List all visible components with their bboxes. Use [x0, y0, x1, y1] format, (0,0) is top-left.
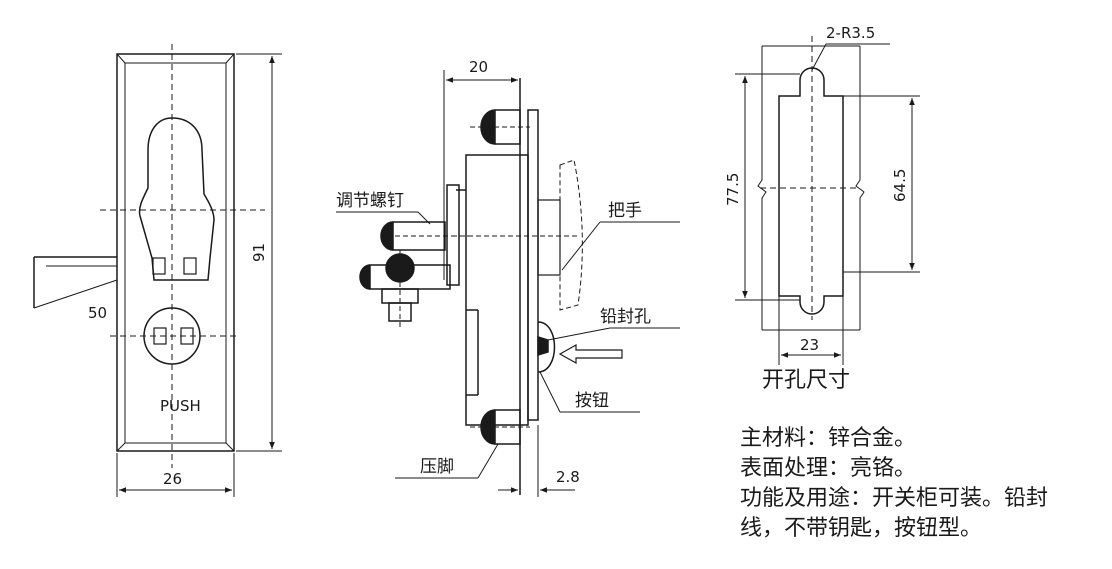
adjust-screw-label: 调节螺钉 [336, 191, 404, 211]
front-dim-offset: 50 [88, 304, 107, 322]
spec-block: 主材料：锌合金。 表面处理：亮铬。 功能及用途：开关柜可装。铅封 线，不带钥匙，… [740, 424, 1112, 544]
spec-material: 主材料：锌合金。 [740, 426, 917, 451]
button-label: 按钮 [575, 391, 609, 411]
front-plate-outer [116, 53, 235, 452]
handle-outline [138, 117, 215, 281]
cutout-title: 开孔尺寸 [762, 368, 850, 393]
seal-hole-label: 铅封孔 [600, 307, 651, 327]
front-dim-height: 91 [250, 243, 268, 262]
front-plate-inner [124, 62, 227, 444]
push-label: PUSH [160, 397, 201, 415]
cutout-dim-inner: 64.5 [891, 169, 909, 202]
cutout-dim-radius: 2-R3.5 [826, 24, 875, 42]
side-view [336, 70, 680, 497]
spec-usage: 功能及用途：开关柜可装。铅封 [740, 486, 1049, 511]
cutout-view [735, 36, 920, 365]
spec-usage-cont: 线，不带钥匙，按钮型。 [740, 516, 983, 541]
side-dim-bottom: 2.8 [556, 468, 580, 486]
lock-body [465, 154, 529, 426]
side-dim-top: 20 [469, 58, 488, 76]
cutout-dim-outer: 77.5 [724, 173, 742, 206]
handle-label: 把手 [608, 201, 642, 221]
press-foot-label: 压脚 [420, 457, 454, 477]
spec-surface: 表面处理：亮铬。 [740, 456, 917, 481]
front-view [33, 44, 282, 497]
cutout-dim-width: 23 [800, 336, 819, 354]
front-dim-width: 26 [163, 470, 182, 488]
cutout-outline [778, 67, 844, 315]
